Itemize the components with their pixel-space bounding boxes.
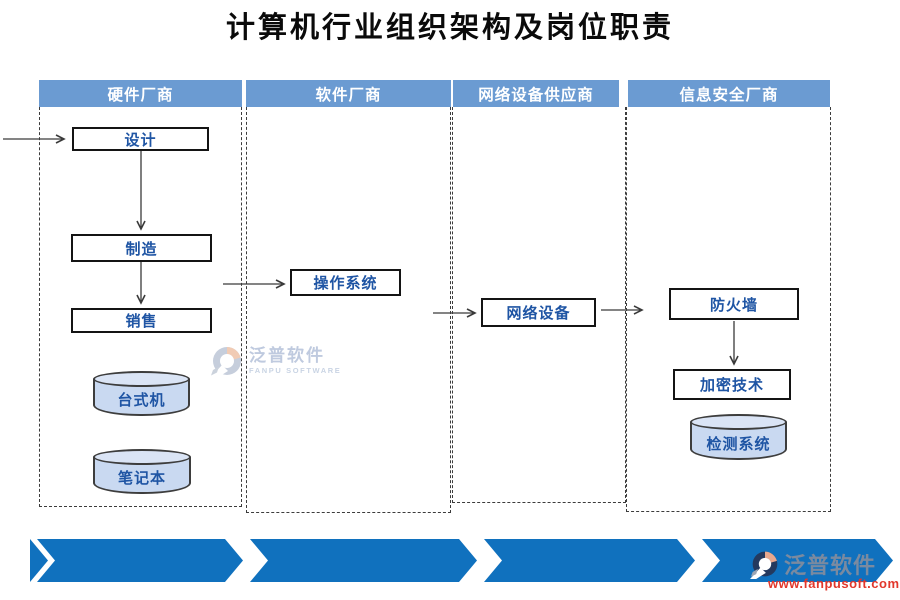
cylinder-detection-label: 检测系统 [706,435,771,453]
node-firewall: 防火墙 [669,288,799,320]
cylinder-laptop-label: 笔记本 [117,470,166,487]
node-network-device: 网络设备 [481,298,596,327]
node-design: 设计 [72,127,209,151]
node-manufacture: 制造 [71,234,212,262]
lane-header-network: 网络设备供应商 [453,80,619,107]
node-encryption: 加密技术 [673,369,791,400]
watermark-brand-subtext: FANPU SOFTWARE [249,365,342,375]
lane-header-hardware: 硬件厂商 [39,80,242,107]
watermark-center: 泛普软件 FANPU SOFTWARE [210,344,341,378]
lane-software [246,107,451,513]
diagram-title: 计算机行业组织架构及岗位职责 [225,12,674,44]
lane-network [452,107,626,503]
cylinder-body [690,422,787,460]
node-os: 操作系统 [290,269,401,296]
watermark-url: www.fanpusoft.com [768,576,900,591]
cylinder-detection: 检测系统 [690,414,787,460]
cylinder-top [93,371,190,387]
cylinder-desktop: 台式机 [93,371,190,416]
fanpu-logo-icon [210,347,241,378]
cylinder-laptop: 笔记本 [93,449,191,494]
cylinder-desktop-label: 台式机 [117,392,166,409]
banner-chevron-1 [37,539,243,582]
cylinder-top [690,414,787,430]
banner-chevron-2 [250,539,477,582]
banner-chevron-3 [484,539,695,582]
fanpu-logo-icon [750,551,778,579]
node-sales: 销售 [71,308,212,333]
lane-header-software: 软件厂商 [246,80,451,107]
banner-start-triangle [30,539,48,582]
cylinder-top [93,449,191,465]
watermark-brand-text: 泛普软件 [249,346,325,366]
lane-header-security: 信息安全厂商 [628,80,830,107]
lane-hardware [39,107,242,507]
